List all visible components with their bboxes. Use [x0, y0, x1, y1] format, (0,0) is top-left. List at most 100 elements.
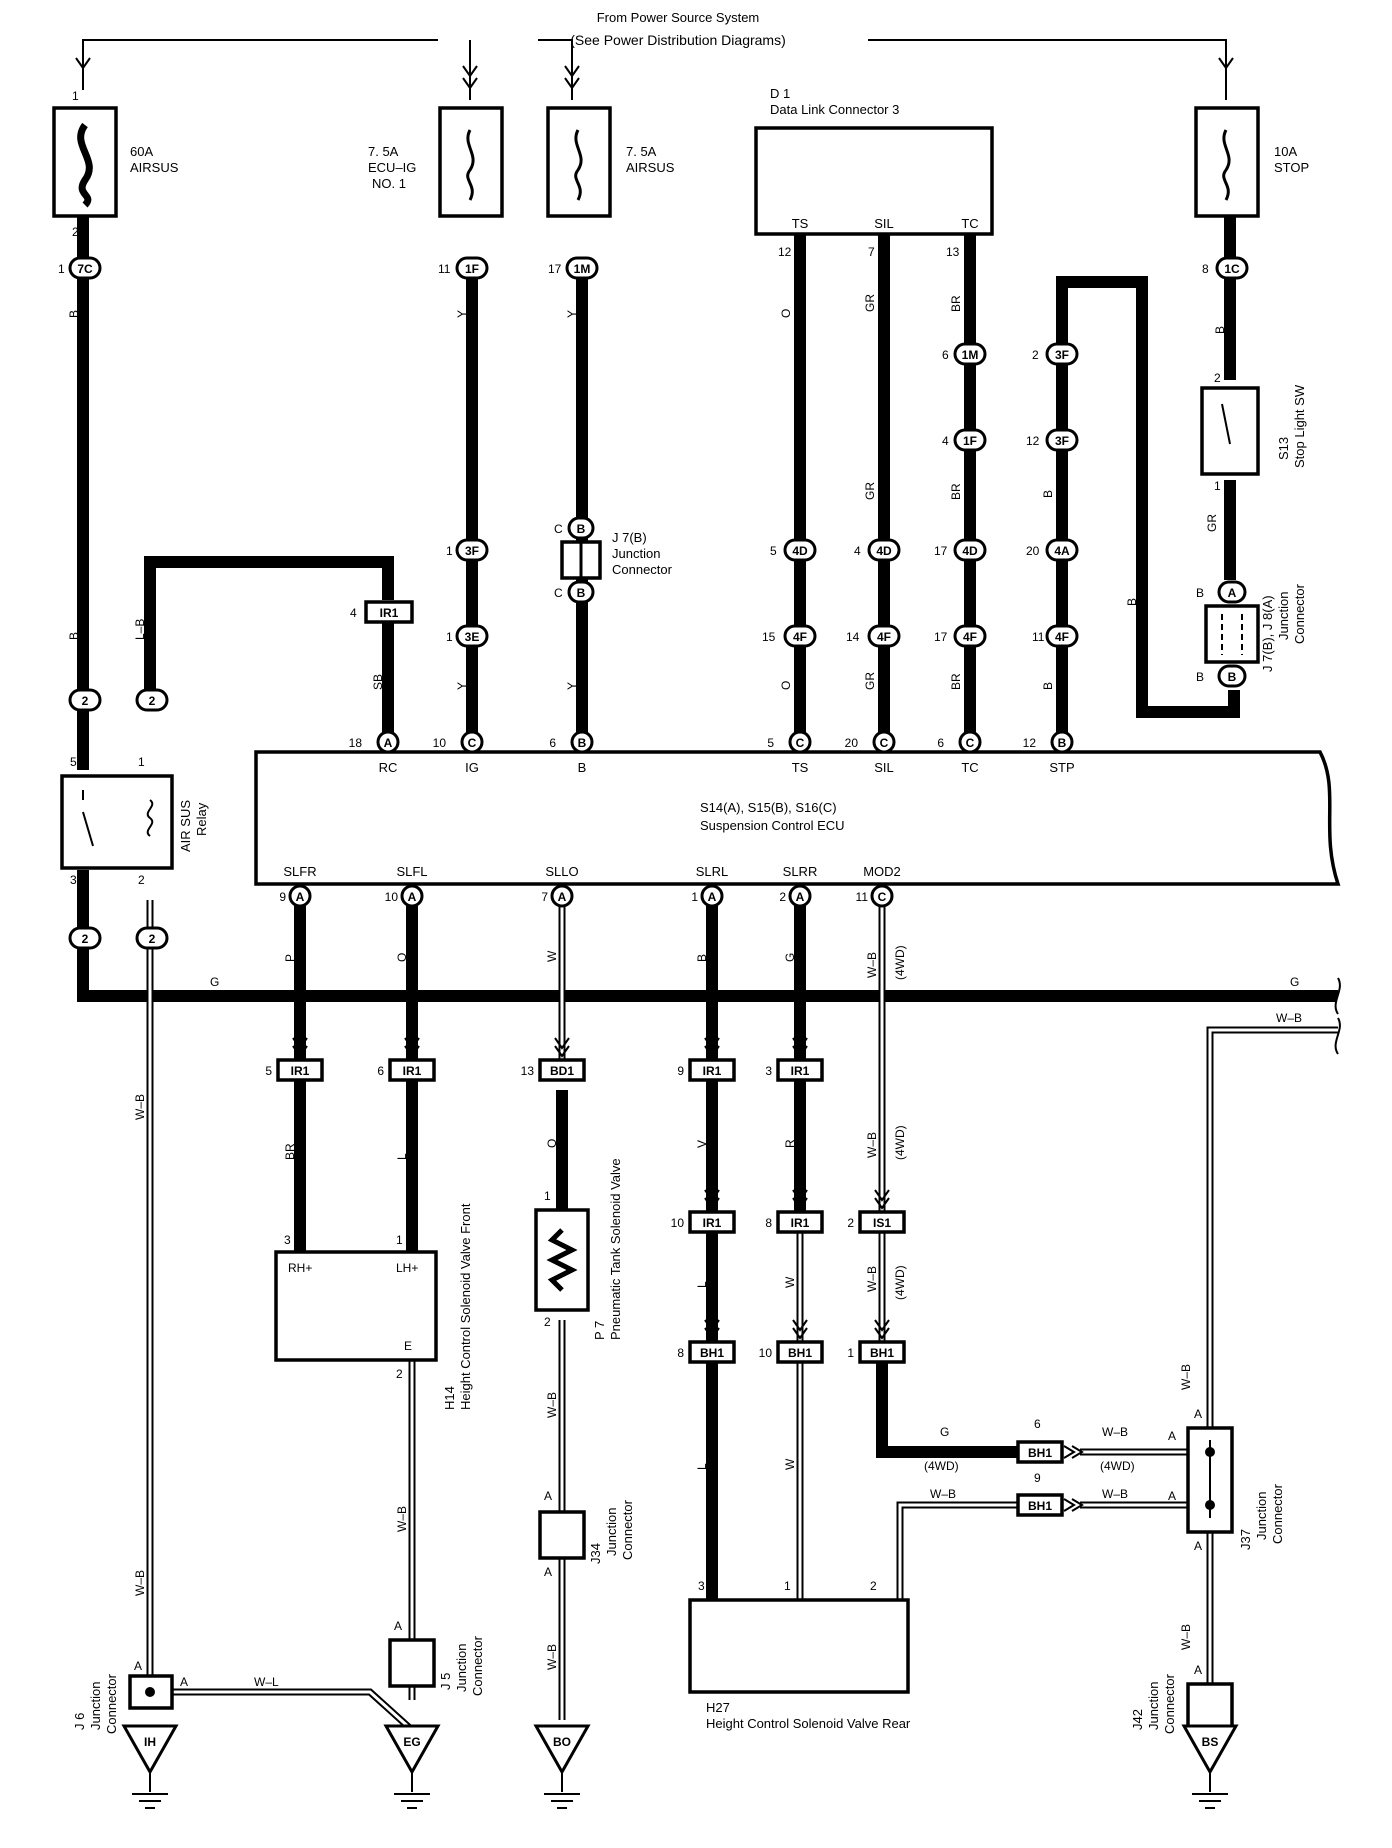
svg-text:A: A — [708, 890, 717, 904]
svg-text:3F: 3F — [1055, 348, 1069, 362]
svg-text:5: 5 — [767, 736, 774, 750]
svg-text:J34: J34 — [588, 1543, 603, 1564]
svg-text:A: A — [1194, 1663, 1202, 1677]
svg-text:BH1: BH1 — [700, 1346, 724, 1360]
svg-text:Suspension Control ECU: Suspension Control ECU — [700, 818, 845, 833]
svg-text:5: 5 — [70, 755, 77, 769]
svg-text:2: 2 — [149, 932, 156, 946]
svg-text:L–B: L–B — [133, 619, 147, 640]
svg-text:2: 2 — [1032, 348, 1039, 362]
svg-text:Junction: Junction — [612, 546, 660, 561]
svg-text:BS: BS — [1202, 1735, 1219, 1749]
svg-text:A: A — [1228, 586, 1237, 600]
svg-text:IS1: IS1 — [873, 1216, 891, 1230]
svg-text:TS: TS — [792, 216, 809, 231]
svg-text:V: V — [695, 1140, 709, 1148]
svg-text:6: 6 — [1034, 1417, 1041, 1431]
svg-text:4F: 4F — [793, 630, 807, 644]
svg-text:Y: Y — [455, 310, 469, 318]
svg-text:Connector: Connector — [1292, 583, 1307, 644]
ground-1: EG — [383, 1724, 441, 1809]
svg-text:Relay: Relay — [194, 802, 209, 836]
svg-text:S13: S13 — [1276, 437, 1291, 460]
svg-text:10: 10 — [433, 736, 447, 750]
svg-text:BH1: BH1 — [788, 1346, 812, 1360]
thick-wires — [77, 216, 1338, 1600]
svg-text:7. 5A: 7. 5A — [368, 144, 399, 159]
p7-pneumatic-tank-solenoid-valve: 1 2 P 7 Pneumatic Tank Solenoid Valve — [534, 1158, 623, 1340]
svg-text:SIL: SIL — [874, 216, 894, 231]
svg-text:7: 7 — [868, 245, 875, 259]
svg-text:9: 9 — [1034, 1471, 1041, 1485]
svg-text:1M: 1M — [574, 262, 591, 276]
svg-text:IH: IH — [144, 1735, 156, 1749]
svg-text:Y: Y — [455, 682, 469, 690]
pill-pin-numbers: 1 11 17 8 6 2 4 12 1 5 4 17 20 1 15 14 1… — [58, 262, 1209, 644]
svg-text:AIR SUS: AIR SUS — [178, 800, 193, 852]
svg-text:Connector: Connector — [1270, 1483, 1285, 1544]
svg-text:2: 2 — [870, 1579, 877, 1593]
svg-text:W–B: W–B — [865, 1132, 879, 1158]
svg-text:Pneumatic Tank Solenoid Valve: Pneumatic Tank Solenoid Valve — [608, 1158, 623, 1340]
svg-text:18: 18 — [349, 736, 363, 750]
svg-text:A: A — [134, 1659, 142, 1673]
svg-text:Junction: Junction — [1276, 592, 1291, 640]
svg-text:A: A — [296, 890, 305, 904]
fuse-7-5a-airsus: 7. 5A AIRSUS — [546, 106, 675, 218]
svg-text:(4WD): (4WD) — [893, 945, 907, 980]
svg-text:C: C — [880, 736, 889, 750]
svg-text:J 5: J 5 — [438, 1673, 453, 1690]
svg-text:20: 20 — [845, 736, 859, 750]
svg-text:A: A — [1168, 1429, 1176, 1443]
svg-text:AIRSUS: AIRSUS — [130, 160, 179, 175]
h27-height-control-valve-rear: 3 1 2 H27 Height Control Solenoid Valve … — [688, 1579, 911, 1731]
svg-text:O: O — [545, 1139, 559, 1148]
svg-text:60A: 60A — [130, 144, 153, 159]
data-link-connector-3: D 1 Data Link Connector 3 TS SIL TC 12 7… — [754, 86, 994, 259]
svg-text:1: 1 — [58, 262, 65, 276]
svg-text:2: 2 — [779, 890, 786, 904]
svg-text:4D: 4D — [962, 544, 978, 558]
svg-text:11: 11 — [856, 890, 869, 904]
svg-text:4D: 4D — [792, 544, 808, 558]
svg-text:LH+: LH+ — [396, 1261, 418, 1275]
j6-junction-connector: A A J 6 Junction Connector — [72, 1659, 188, 1734]
svg-text:BD1: BD1 — [550, 1064, 574, 1078]
svg-text:Height Control Solenoid Valve: Height Control Solenoid Valve Front — [458, 1203, 473, 1410]
svg-text:J 6: J 6 — [72, 1713, 87, 1730]
h14-height-control-valve-front: RH+ LH+ E 3 1 2 H14 Height Control Solen… — [274, 1203, 473, 1410]
svg-text:NO. 1: NO. 1 — [372, 176, 406, 191]
svg-text:B: B — [1041, 682, 1055, 690]
svg-text:4: 4 — [942, 434, 949, 448]
bh1-side-connectors: BH1 6 BH1 9 — [1016, 1417, 1084, 1517]
svg-text:Stop Light SW: Stop Light SW — [1292, 384, 1307, 468]
svg-text:H14: H14 — [442, 1386, 457, 1410]
svg-text:A: A — [558, 890, 567, 904]
svg-text:C: C — [966, 736, 975, 750]
svg-text:G: G — [210, 975, 219, 989]
svg-text:W–B: W–B — [1102, 1487, 1128, 1501]
svg-text:IR1: IR1 — [380, 606, 399, 620]
svg-text:W–B: W–B — [395, 1506, 409, 1532]
svg-text:7: 7 — [541, 890, 548, 904]
svg-text:4A: 4A — [1054, 544, 1070, 558]
svg-text:IR1: IR1 — [791, 1064, 810, 1078]
svg-text:1: 1 — [544, 1189, 551, 1203]
svg-text:W: W — [783, 1458, 797, 1470]
svg-text:W: W — [783, 1276, 797, 1288]
svg-text:5: 5 — [770, 544, 777, 558]
svg-text:(4WD): (4WD) — [893, 1265, 907, 1300]
svg-text:11: 11 — [438, 262, 451, 276]
svg-text:7C: 7C — [77, 262, 93, 276]
svg-text:W–B: W–B — [545, 1644, 559, 1670]
svg-text:1M: 1M — [962, 348, 979, 362]
svg-text:AIRSUS: AIRSUS — [626, 160, 675, 175]
svg-text:H27: H27 — [706, 1700, 730, 1715]
svg-text:SLRL: SLRL — [696, 864, 729, 879]
